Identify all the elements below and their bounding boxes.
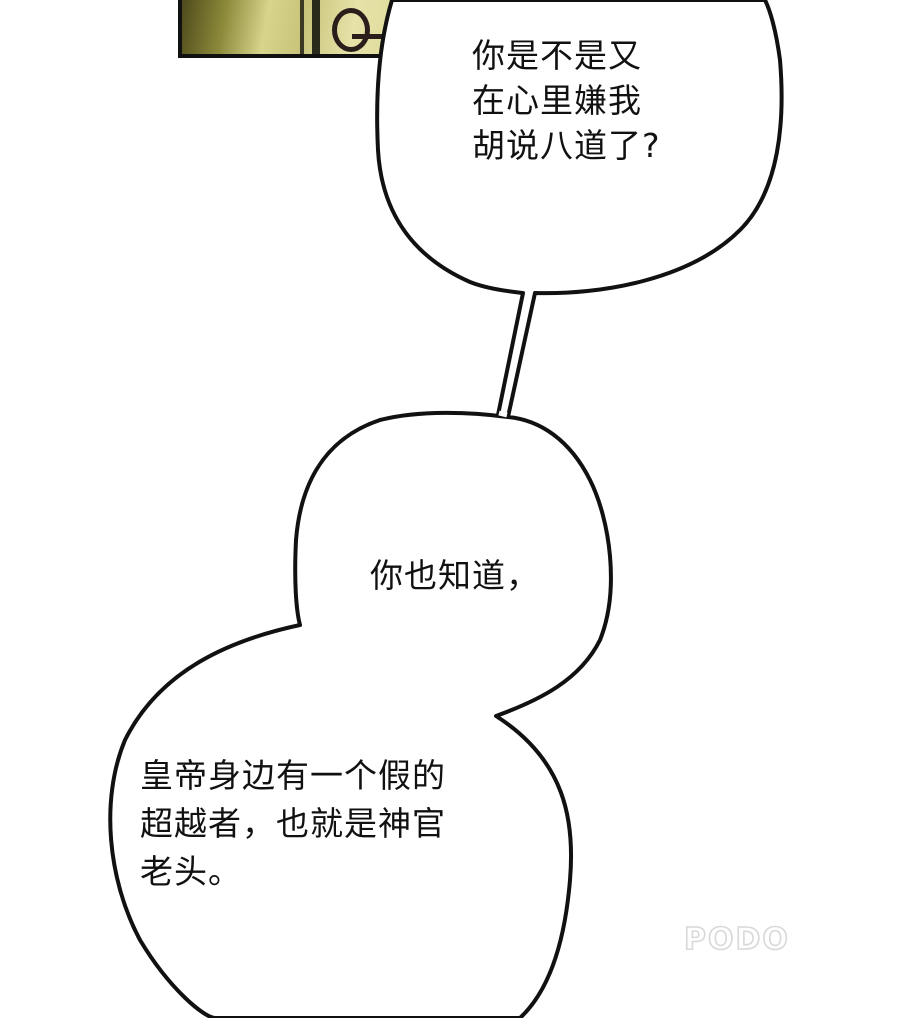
window-bar xyxy=(300,0,304,54)
podo-watermark-logo: PODO xyxy=(683,921,790,958)
speech-bubble-3-text: 皇帝身边有一个假的 超越者，也就是神官 老头。 xyxy=(140,756,446,891)
window-bar xyxy=(312,0,320,54)
speech-bubble-2-text: 你也知道， xyxy=(370,556,540,595)
speech-bubble-1 xyxy=(375,0,784,419)
ironwork-scroll xyxy=(332,8,370,52)
speech-bubble-2-3 xyxy=(108,410,613,1018)
speech-bubble-1-text: 你是不是又 在心里嫌我 胡说八道了? xyxy=(472,36,661,165)
